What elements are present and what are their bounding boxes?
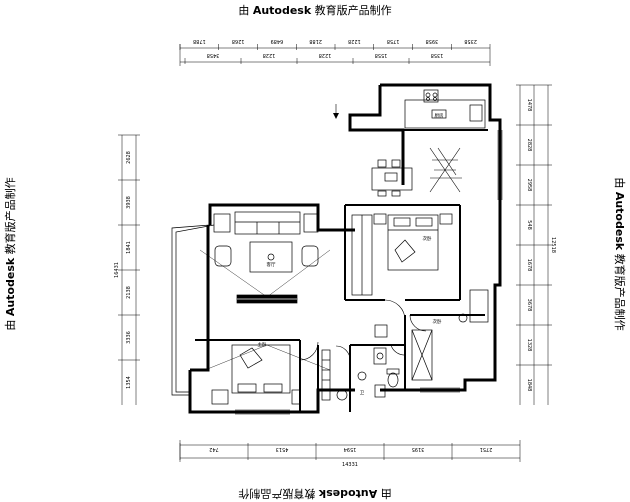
sliding-door-hatch [429,147,462,193]
dining-table [371,159,413,197]
right-dimension-label: 2958 [526,179,532,192]
kitchen-label: 厨房 [435,112,444,119]
north-arrow [333,104,339,119]
top-dimension-label: 1788 [193,38,206,44]
right-dimension-label: 2828 [526,139,532,152]
top-dimension-label: 3958 [426,38,439,44]
left-dimension-label: 1841 [126,241,132,254]
master-label: 主卧 [258,341,267,348]
top-dimension-label: 1228 [348,38,361,44]
right-dimension-label: 1478 [526,99,532,112]
door-swings [299,299,427,361]
top-dimension-label: 2188 [309,38,322,44]
balcony-outline [171,224,215,396]
bottom-dimension-label: 2751 [480,446,493,452]
living-coffee-table [214,241,319,273]
right-dimension-label: 1848 [526,379,532,392]
tv-cabinet [199,249,331,304]
top-dimension-labels: 1788 1268 6489 2188 1228 1758 3958 2358 [179,38,477,50]
top-inner-dimension-label: 1228 [319,52,332,58]
left-total-dimension: 16431 [114,262,120,278]
right-dimension-labels: 1478 2828 2958 548 1678 3678 1328 1848 [516,84,552,392]
left-dimension-label: 2628 [126,151,132,164]
right-total-dimension: 12518 [550,237,556,253]
kitchen-counter [404,89,486,129]
left-dimension-label: 3938 [126,196,132,209]
top-inner-dimension-labels: 3458 1228 1228 1558 1358 [184,52,444,64]
living-label: 客厅 [267,261,276,268]
bottom-dimension-label: 3195 [412,446,425,452]
top-dimension-label: 1268 [232,38,245,44]
left-dimension-labels: 2628 3938 1841 2138 3336 1354 [118,134,140,389]
window-marks [235,130,503,415]
left-dimension-label: 1354 [126,376,132,389]
left-dimension-label: 2138 [126,286,132,299]
bedroom2-bed [351,213,453,296]
top-inner-dimension-label: 1228 [263,52,276,58]
bedroom3-label: 次卧 [433,318,442,325]
right-dimension-label: 1678 [526,259,532,272]
right-dimension-label: 3678 [526,299,532,312]
bottom-dimension-label: 4513 [276,446,289,452]
bottom-dimension-label: 1594 [344,446,357,452]
top-inner-dimension-label: 1358 [431,52,444,58]
bathroom-fixtures [321,324,400,401]
master-bedroom-bed [204,344,331,405]
top-inner-dimension-label: 1558 [375,52,388,58]
bath-label: 卫 [360,390,365,396]
top-dimension-label: 2358 [464,38,477,44]
right-dimension-label: 548 [526,220,532,230]
bedroom3-furniture [411,289,489,381]
living-sofa [213,211,319,235]
watermark-top: 由 Autodesk 教育版产品制作 [238,4,392,17]
bottom-dimension-label: 742 [209,446,219,452]
bottom-dimension-labels: 742 4513 1594 3195 2751 [179,443,493,460]
top-dimension-label: 1758 [387,38,400,44]
interior-walls [195,129,488,412]
right-dimension-label: 1328 [526,339,532,352]
top-dimension-label: 6489 [271,38,284,44]
top-inner-dimension-label: 3458 [207,52,220,58]
bedroom2-label: 次卧 [423,235,432,242]
bottom-total-dimension: 14331 [342,462,358,468]
left-dimension-label: 3336 [126,331,132,344]
